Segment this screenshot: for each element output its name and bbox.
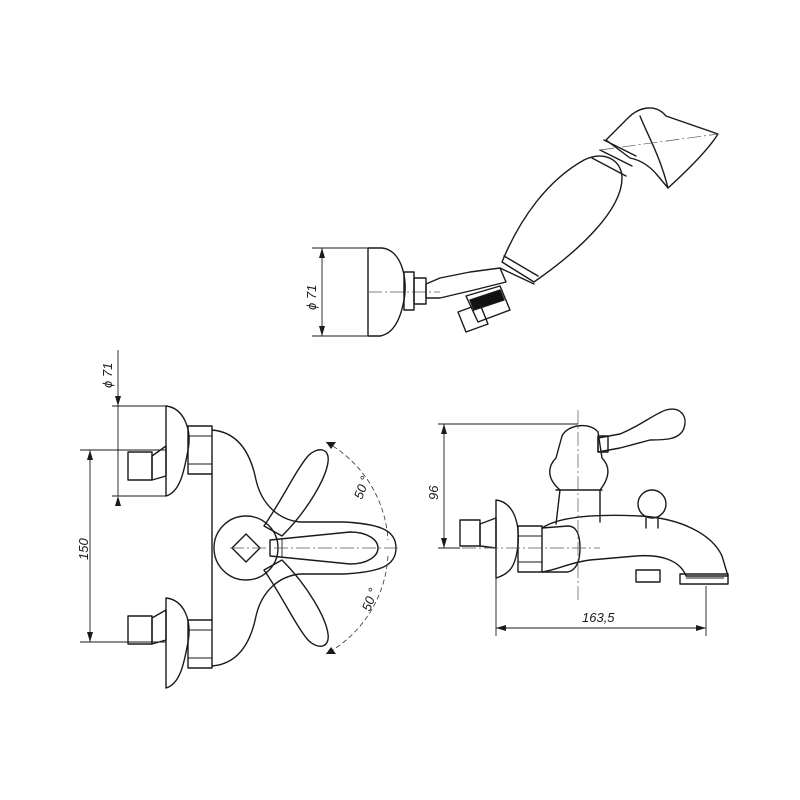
rotation-lower-label: 50 ° — [359, 586, 381, 613]
rotation-arc-up — [325, 441, 389, 541]
swivel-end — [457, 303, 489, 333]
lever-down — [263, 559, 329, 647]
side-lever — [597, 408, 686, 453]
hand-shower-view: ϕ 71 — [304, 107, 719, 337]
upper-inlet — [127, 451, 153, 481]
mixer-side-view: 96 163,5 — [426, 408, 729, 636]
diverter-knob — [637, 489, 667, 519]
hand-shower-diameter-label: ϕ 71 — [304, 285, 319, 310]
shower-handle — [501, 155, 623, 283]
rotation-arc-down — [325, 555, 389, 655]
rotation-upper-label: 50 ° — [351, 474, 373, 501]
height-label: 96 — [426, 485, 441, 500]
spout-outlet — [679, 573, 729, 585]
side-nut — [517, 525, 543, 573]
projection-label: 163,5 — [582, 610, 615, 625]
side-flange — [495, 499, 519, 579]
cartridge-disc — [213, 515, 279, 581]
holder-nut — [413, 277, 427, 305]
side-body — [541, 525, 581, 573]
side-inlet — [459, 519, 481, 547]
diverter-bottom — [635, 569, 661, 583]
lower-flange — [165, 597, 190, 689]
mixer-front-view: 50 ° 50 ° 150 ϕ 71 — [76, 350, 398, 689]
lever-center — [269, 531, 379, 565]
cartridge-column — [549, 425, 609, 525]
flange-diameter-label: ϕ 71 — [100, 363, 115, 388]
upper-flange — [165, 405, 190, 497]
holder-arm — [425, 267, 507, 299]
upper-nut — [187, 425, 213, 475]
shower-head — [605, 107, 719, 189]
swivel-block — [465, 285, 511, 323]
lower-inlet — [127, 615, 153, 645]
lever-up — [263, 449, 329, 537]
lower-nut — [187, 619, 213, 669]
spout — [541, 514, 729, 577]
inlet-spacing-label: 150 — [76, 538, 91, 560]
